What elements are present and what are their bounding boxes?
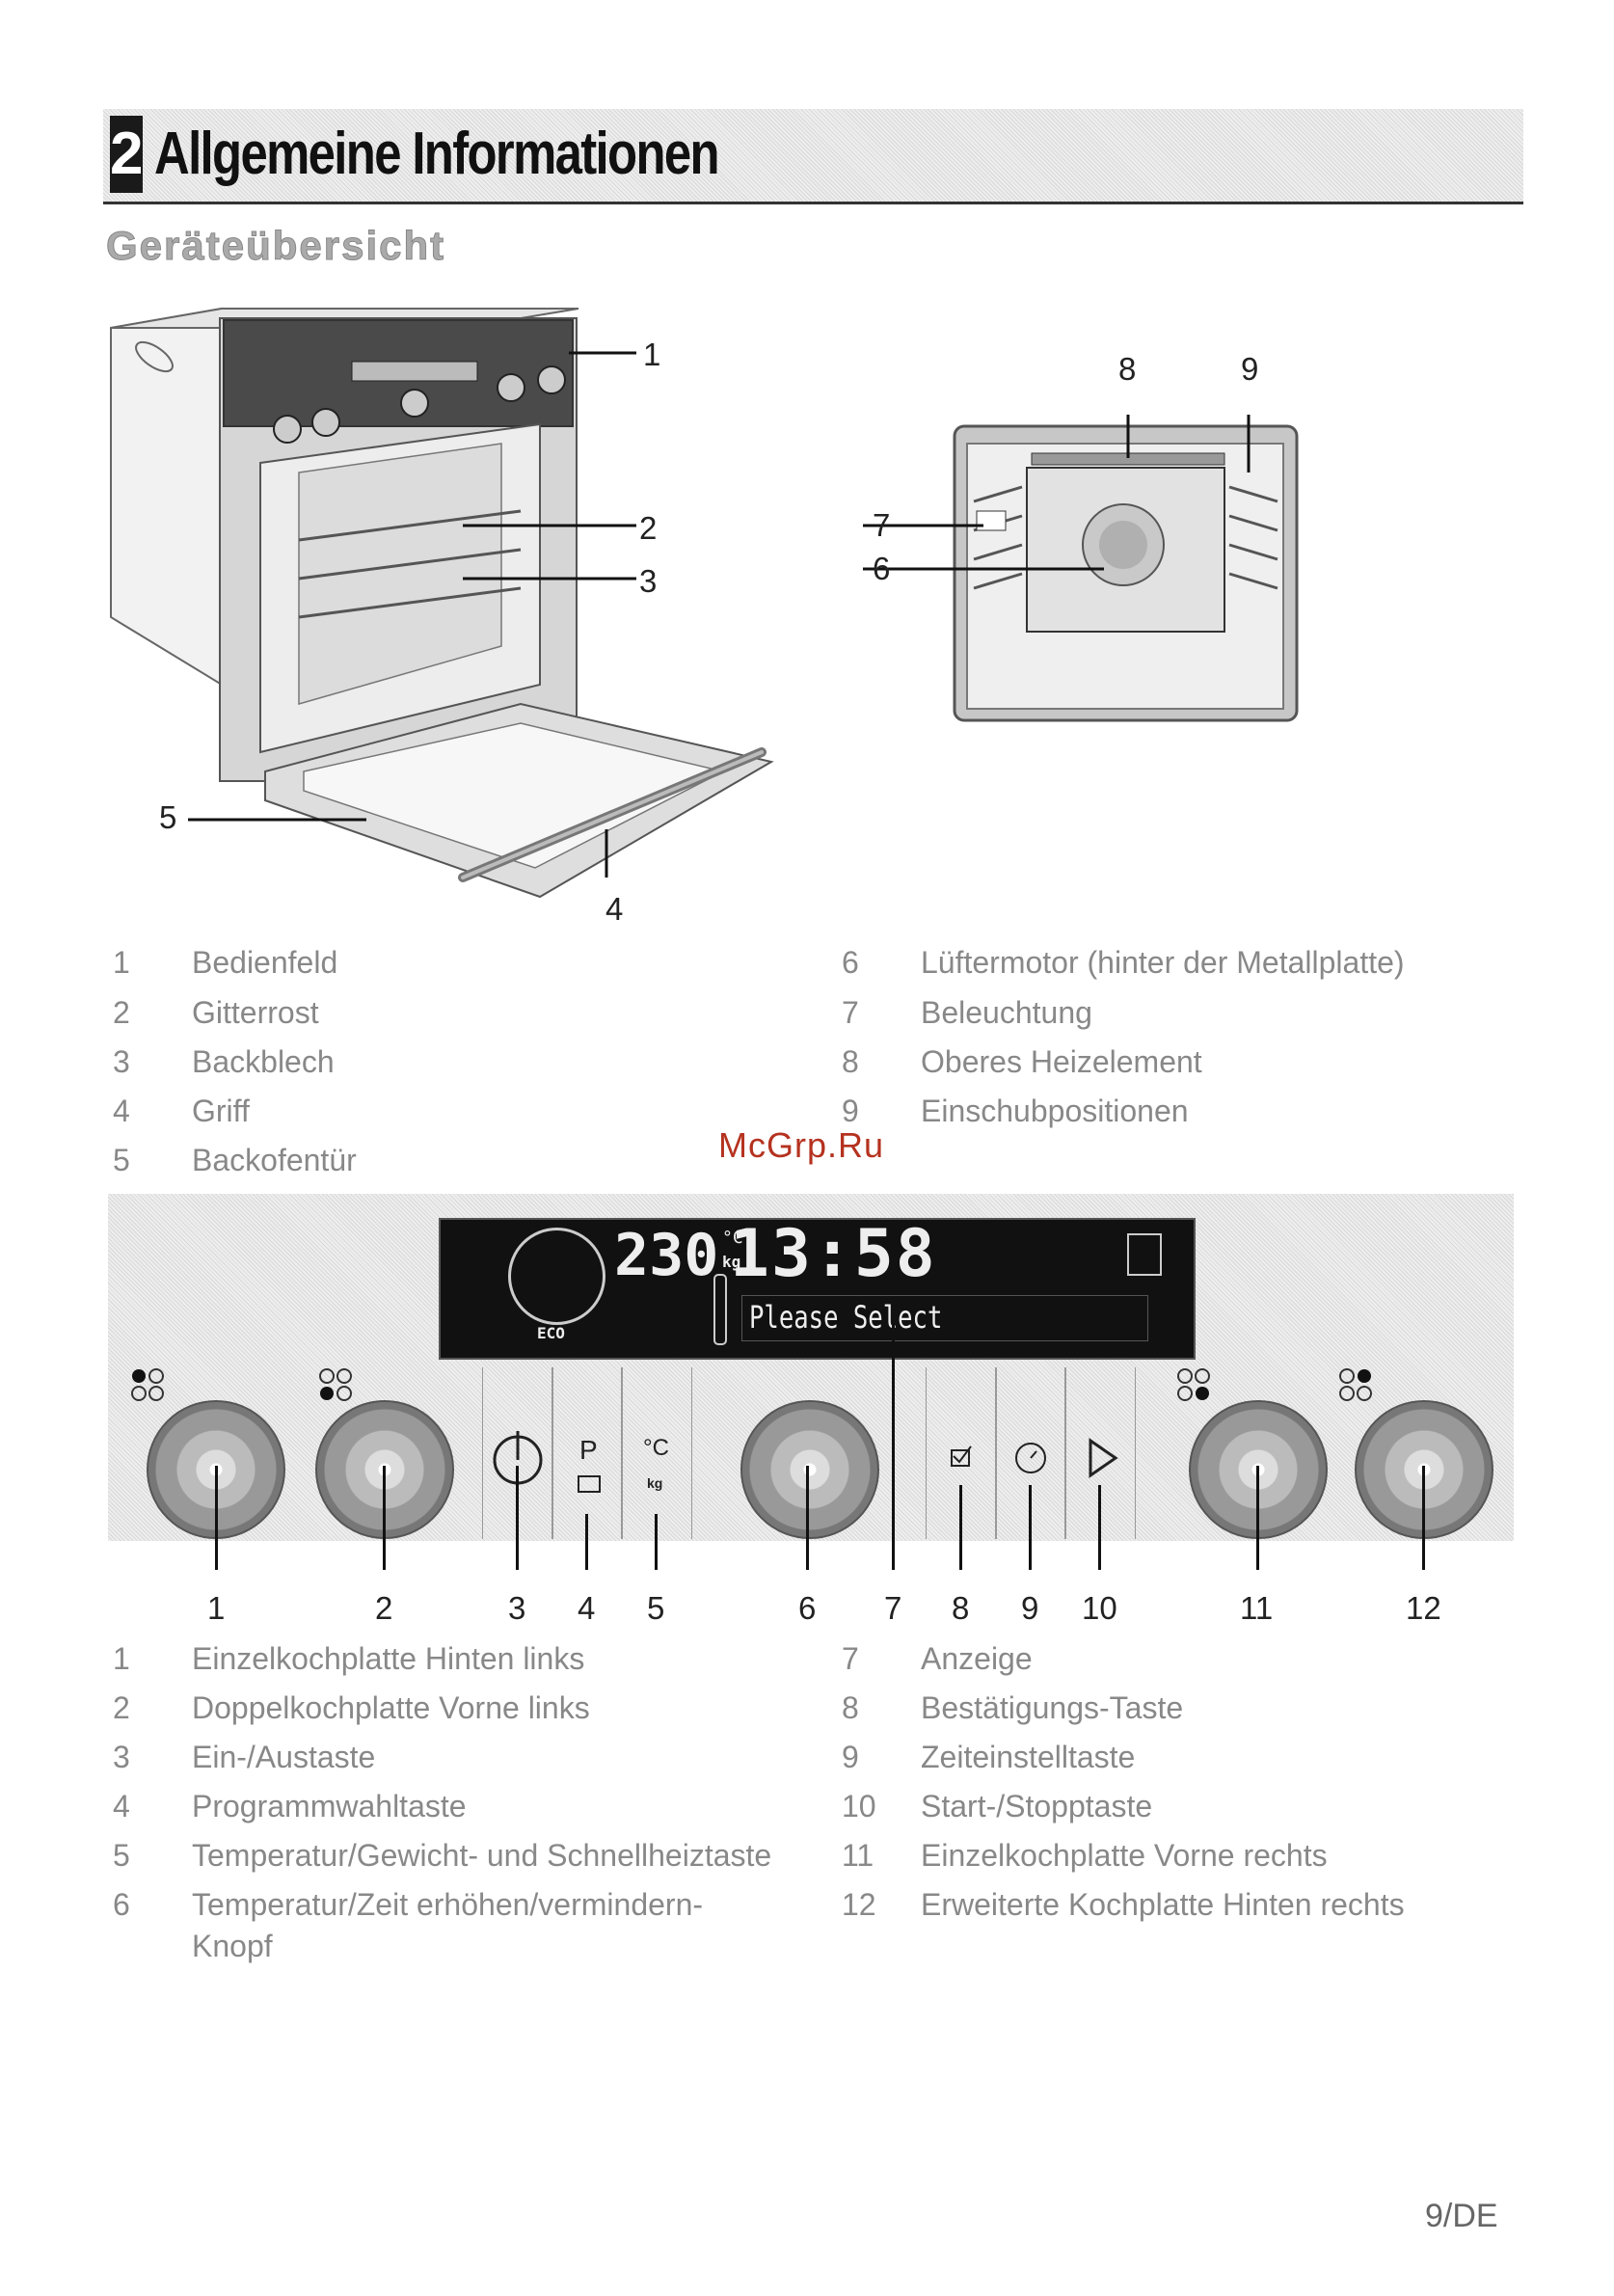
chapter-number: 2 bbox=[110, 116, 143, 193]
confirm-icon bbox=[951, 1445, 972, 1467]
panel-callout-11: 11 bbox=[1240, 1590, 1274, 1626]
callout-8: 8 bbox=[1118, 351, 1137, 387]
leader-1 bbox=[215, 1466, 218, 1570]
panel-callout-7: 7 bbox=[884, 1590, 902, 1626]
callout-2: 2 bbox=[639, 510, 658, 546]
hob-indicator-front-left-icon bbox=[319, 1368, 352, 1401]
leader-5 bbox=[655, 1514, 658, 1570]
leader-12 bbox=[1422, 1466, 1425, 1570]
leader-10 bbox=[1098, 1485, 1101, 1570]
panel-callout-3: 3 bbox=[508, 1590, 526, 1626]
door-lock-icon bbox=[1127, 1233, 1162, 1276]
chapter-title: Allgemeine Informationen bbox=[154, 121, 720, 187]
temp-symbol: °C bbox=[643, 1435, 669, 1461]
panel-callout-8: 8 bbox=[952, 1590, 970, 1626]
clock-icon bbox=[1015, 1443, 1046, 1473]
callout-5: 5 bbox=[159, 799, 177, 835]
start-stop-button[interactable] bbox=[1064, 1367, 1136, 1539]
panel-callout-10: 10 bbox=[1082, 1590, 1117, 1626]
display-message: Please Select bbox=[749, 1299, 943, 1336]
panel-callout-1: 1 bbox=[207, 1590, 226, 1626]
temp-unit: °C bbox=[722, 1228, 743, 1248]
confirm-button[interactable] bbox=[926, 1367, 997, 1539]
callout-7: 7 bbox=[873, 507, 891, 543]
panel-callout-12: 12 bbox=[1406, 1590, 1441, 1626]
hob-indicator-rear-left-icon bbox=[131, 1368, 164, 1401]
temperature-readout: 230 bbox=[614, 1222, 719, 1289]
leader-8 bbox=[959, 1485, 962, 1570]
list-item: Knopf bbox=[192, 1929, 273, 1963]
program-button[interactable]: P bbox=[551, 1367, 623, 1539]
timer-button[interactable] bbox=[995, 1367, 1066, 1539]
leader-3 bbox=[516, 1466, 519, 1570]
thermometer-icon bbox=[713, 1274, 727, 1345]
leader-6 bbox=[806, 1466, 809, 1570]
leader-9 bbox=[1029, 1485, 1032, 1570]
clock-readout: 13:58 bbox=[730, 1216, 937, 1292]
watermark: McGrp.Ru bbox=[718, 1125, 885, 1165]
leader-2 bbox=[383, 1466, 386, 1570]
chapter-header-bar bbox=[103, 109, 1523, 204]
panel-callout-2: 2 bbox=[375, 1590, 393, 1626]
play-icon bbox=[1089, 1438, 1118, 1478]
panel-callout-4: 4 bbox=[578, 1590, 596, 1626]
eco-label: ECO bbox=[537, 1324, 565, 1342]
panel-callout-6: 6 bbox=[798, 1590, 817, 1626]
cavity-illustration bbox=[863, 415, 1299, 722]
callout-9: 9 bbox=[1241, 351, 1259, 387]
page-number: 9/DE bbox=[1425, 2198, 1498, 2234]
leader-11 bbox=[1256, 1466, 1259, 1570]
message-box bbox=[741, 1295, 1148, 1341]
temp-sub-symbol: kg bbox=[647, 1475, 663, 1491]
temp-weight-button[interactable]: °C kg bbox=[621, 1367, 692, 1539]
leader-4 bbox=[585, 1514, 588, 1570]
callout-3: 3 bbox=[639, 563, 658, 599]
section-title: Geräteübersicht bbox=[105, 223, 446, 269]
oven-illustration bbox=[110, 307, 774, 899]
program-symbol: P bbox=[579, 1435, 598, 1465]
hob-indicator-rear-right-icon bbox=[1339, 1368, 1372, 1401]
fan-icon bbox=[508, 1228, 605, 1325]
callout-1: 1 bbox=[643, 337, 661, 372]
hob-indicator-front-right-icon bbox=[1177, 1368, 1210, 1401]
panel-callout-9: 9 bbox=[1021, 1590, 1039, 1626]
knob-temp-time[interactable] bbox=[740, 1400, 879, 1539]
weight-unit: kg bbox=[722, 1253, 741, 1271]
lcd-display: ECO 230 °C kg 13:58 Please Select bbox=[439, 1218, 1196, 1360]
callout-6: 6 bbox=[873, 551, 891, 586]
program-box-icon bbox=[578, 1475, 601, 1493]
panel-callout-5: 5 bbox=[647, 1590, 665, 1626]
leader-7 bbox=[892, 1321, 895, 1570]
callout-4: 4 bbox=[605, 891, 624, 927]
